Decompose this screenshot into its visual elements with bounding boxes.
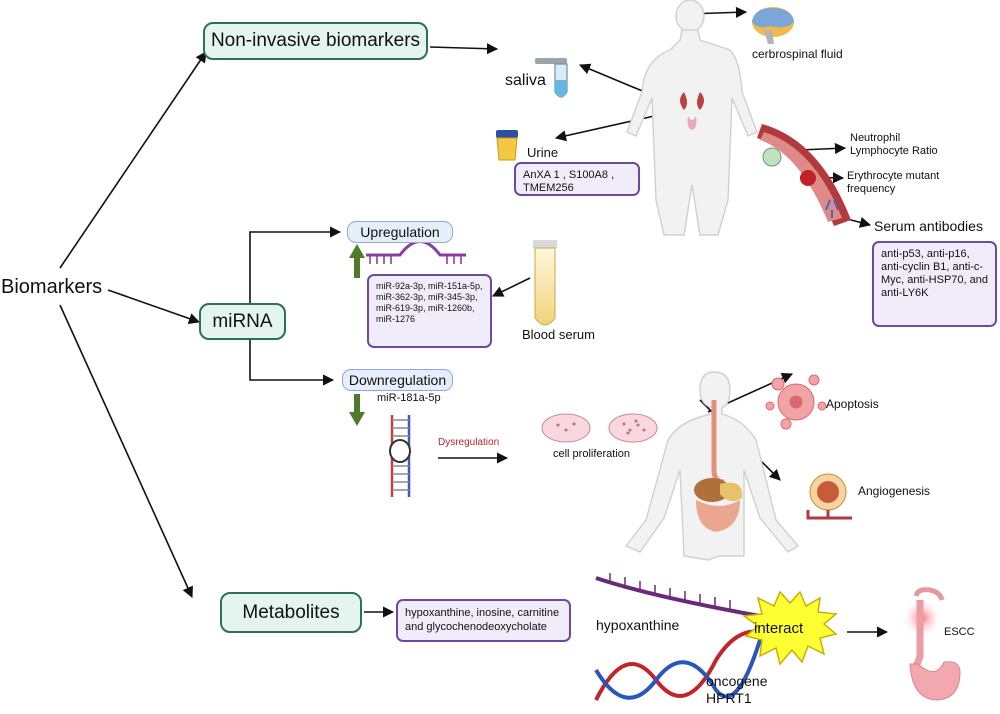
human-body-upper-icon <box>626 0 758 236</box>
noninvasive-biomarkers-node: Non-invasive biomarkers <box>203 22 428 60</box>
escc-label: ESCC <box>944 626 975 638</box>
hypoxanthine-label: hypoxanthine <box>596 617 680 633</box>
urine-label: Urine <box>527 145 559 160</box>
urine-markers-box: AnXA 1 , S100A8 , TMEM256 <box>514 162 640 196</box>
blood-vessel-icon <box>757 124 851 226</box>
human-torso-icon <box>624 371 800 561</box>
apoptosis-cell-icon <box>765 374 827 430</box>
interact-starburst-icon <box>741 590 838 666</box>
petri-dish-icon <box>541 413 658 443</box>
angiogenesis-label: Angiogenesis <box>858 484 931 498</box>
brain-icon <box>752 7 794 44</box>
blood-serum-tube-icon <box>533 240 557 326</box>
hypoxanthine-strand-icon <box>595 573 761 618</box>
angiogenesis-tumor-icon <box>806 473 852 520</box>
dysregulation-label: Dysregulation <box>438 437 500 448</box>
downregulated-mirna-label: miR-181a-5p <box>377 392 441 404</box>
mirna-node: miRNA <box>199 303 286 340</box>
upregulated-mirna-box: miR-92a-3p, miR-151a-5p, miR-362-3p, miR… <box>367 274 492 348</box>
csf-label: cerbrospinal fluid <box>752 47 843 61</box>
metabolites-node: Metabolites <box>220 592 362 633</box>
saliva-label: saliva <box>505 72 546 89</box>
upregulation-arrow-icon <box>349 244 365 278</box>
mirna-hairpin-icon <box>366 240 466 264</box>
root-label: Biomarkers <box>1 276 103 298</box>
nlr-label: Neutrophil Lymphocyte Ratio <box>850 132 938 157</box>
saliva-tube-icon <box>535 58 568 98</box>
apoptosis-label: Apoptosis <box>826 397 879 411</box>
cell-proliferation-label: cell proliferation <box>553 448 631 460</box>
interact-label: interact <box>754 620 804 637</box>
antibody-list-box: anti-p53, anti-p16, anti-cyclin B1, anti… <box>872 241 997 327</box>
urine-cup-icon <box>496 130 518 161</box>
oncogene-label: oncogene HPRT1 <box>706 673 768 706</box>
blood-serum-label: Blood serum <box>522 327 595 342</box>
dna-helix-icon <box>594 629 762 701</box>
metabolite-list-box: hypoxanthine, inosine, carnitine and gly… <box>396 599 571 642</box>
erythrocyte-label: Erythrocyte mutant frequency <box>847 170 940 195</box>
downregulation-arrow-icon <box>349 394 365 426</box>
serum-antibodies-label: Serum antibodies <box>874 218 983 234</box>
rna-stemloop-icon <box>389 415 411 497</box>
upregulation-pill: Upregulation <box>347 221 453 243</box>
esophagus-stomach-icon <box>902 587 961 701</box>
downregulation-pill: Downregulation <box>342 369 453 391</box>
kidney-icon <box>680 92 704 130</box>
